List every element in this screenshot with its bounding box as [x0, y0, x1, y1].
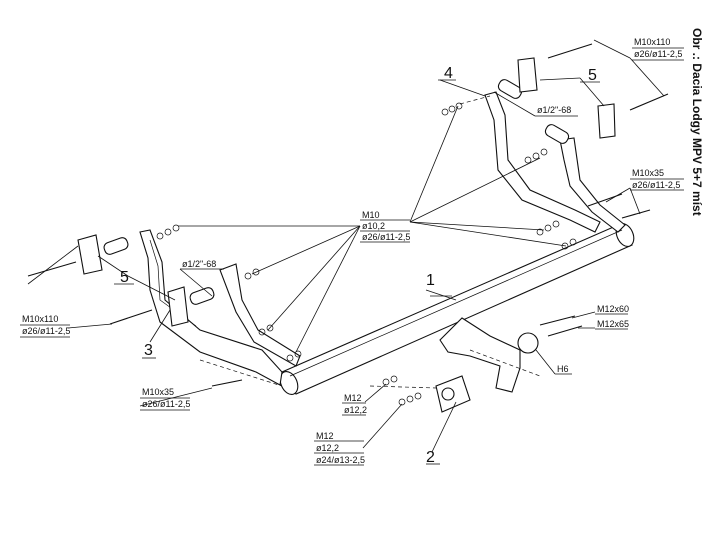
right-side-bracket: [484, 91, 626, 233]
callout-left-long-bolt-size: M10x110: [22, 314, 58, 324]
callout-m12-washer2-size: M12: [316, 431, 334, 441]
leader-lines: [27, 39, 665, 453]
socket-plate: [435, 375, 471, 413]
callout-ball-bolt-65: M12x65: [597, 319, 629, 329]
callout-left-small-bolt-size: M10x35: [142, 387, 174, 397]
part-number-2: 2: [426, 449, 435, 466]
callout-ball-bolt-60: M12x60: [597, 304, 629, 314]
callout-right-tube: ø1/2"-68: [537, 105, 571, 115]
callout-right-small-bolt-size: M10x35: [632, 168, 664, 178]
callout-center-washer: ø26/ø11-2,5: [362, 232, 410, 242]
callout-m12-washer-diameter: ø12,2: [344, 405, 367, 415]
part-numbers: 1 2 3 4 5 5: [114, 65, 600, 466]
clamp-plates: [77, 57, 616, 327]
assembly-axes: [199, 95, 541, 389]
callout-top-right-bolt-washer: ø26/ø11-2,5: [634, 49, 682, 59]
callout-center-diameter: ø10,2: [362, 221, 385, 231]
part-number-1: 1: [426, 272, 435, 289]
callout-right-small-bolt-washer: ø26/ø11-2,5: [632, 180, 680, 190]
part-number-5-right: 5: [588, 67, 597, 84]
callout-left-small-bolt-washer: ø26/ø11-2,5: [142, 399, 190, 409]
callout-left-tube: ø1/2"-68: [182, 259, 216, 269]
part-number-3: 3: [144, 342, 153, 359]
part-number-4: 4: [444, 65, 453, 82]
callout-m12-washer2-diameter: ø12,2: [316, 443, 339, 453]
callout-labels: M10x110 ø26/ø11-2,5 ø1/2"-68 M10x35 ø26/…: [20, 37, 684, 466]
spacer-tubes: [103, 79, 570, 305]
washer-rows: [156, 102, 577, 406]
callout-ball-h6: H6: [557, 364, 569, 374]
towball-neck: [439, 317, 539, 393]
part-number-5-left: 5: [120, 269, 129, 286]
callout-left-long-bolt-washer: ø26/ø11-2,5: [22, 326, 70, 336]
callout-m12-washer-size: M12: [344, 393, 362, 403]
callout-m12-washer2-washer: ø24/ø13-2,5: [316, 455, 365, 465]
drawing-title: Obr .: Dacia Lodgy MPV 5+7 míst: [690, 28, 704, 216]
left-side-bracket: [139, 229, 301, 386]
main-crossbar: [279, 223, 635, 395]
callout-top-right-bolt-size: M10x110: [634, 37, 670, 47]
callout-center-m10: M10: [362, 210, 380, 220]
